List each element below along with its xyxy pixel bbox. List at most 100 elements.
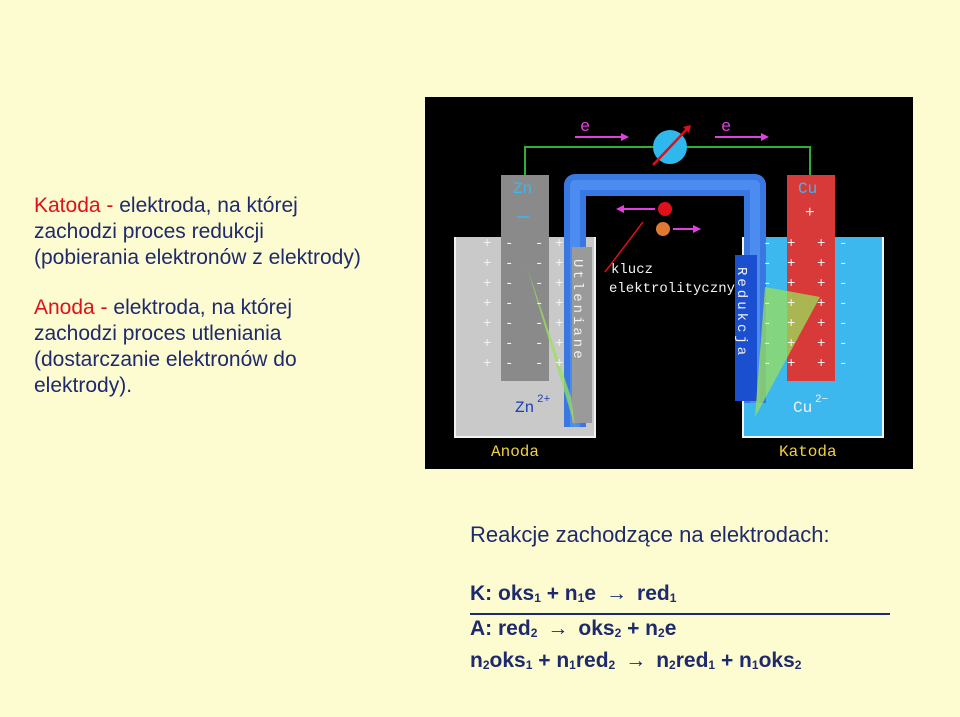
sum-p8: oks [758,649,795,672]
svg-text:-: - [535,296,543,312]
svg-text:+: + [817,276,825,292]
electron-flow-left: e [575,118,629,141]
svg-text:+: + [817,236,825,252]
svg-text:-: - [839,316,847,332]
sum-p1: n [470,649,483,672]
svg-text:+: + [817,316,825,332]
k-arrow-icon: → [606,582,628,605]
svg-text:+: + [555,316,563,332]
cathode-term: Katoda - [34,194,114,217]
reactions-section: Reakcje zachodzące na elektrodach: K: ok… [470,522,930,679]
svg-text:+: + [555,336,563,352]
copper-ion-charge: 2− [815,394,828,406]
anode-reaction: A: red2→oks2 + n2e [470,615,930,647]
electron-label-left: e [580,118,590,137]
sum-s6: 1 [708,658,716,672]
reduction-label: Redukcja [733,267,749,358]
ion-anion-icon [656,222,701,236]
voltmeter-icon [652,125,691,166]
cathode-caption: Katoda [779,443,837,461]
svg-text:+: + [787,256,795,272]
sum-s3: 1 [569,658,576,672]
k-electron: e [584,582,597,605]
svg-text:-: - [505,236,513,252]
k-sub-1: 1 [534,591,541,605]
overall-reaction: n2oks1 + n1red2→n2red1 + n1oks2 [470,647,930,679]
svg-text:-: - [505,316,513,332]
svg-text:-: - [763,276,771,292]
a-mid: + n [621,617,659,640]
sum-p7: + n [715,649,752,672]
zinc-electrode [501,175,549,381]
svg-text:-: - [535,256,543,272]
svg-text:+: + [483,236,491,252]
svg-text:+: + [483,256,491,272]
svg-text:+: + [555,276,563,292]
reactions-heading: Reakcje zachodzące na elektrodach: [470,522,830,547]
a-sub-3: 2 [658,626,665,640]
svg-text:-: - [505,356,513,372]
sum-arrow-icon: → [625,649,647,672]
svg-text:+: + [483,336,491,352]
reduction-arrow [755,287,820,417]
svg-text:+: + [817,356,825,372]
copper-electrode [787,175,835,381]
svg-text:+: + [817,336,825,352]
sum-s1: 2 [482,658,490,672]
svg-text:+: + [787,356,795,372]
svg-text:+: + [555,356,563,372]
svg-text:+: + [483,316,491,332]
svg-text:-: - [839,296,847,312]
svg-text:-: - [763,336,771,352]
a-sub-1: 2 [530,626,538,640]
svg-text:-: - [839,236,847,252]
svg-text:-: - [763,296,771,312]
copper-ion-label: Cu [793,399,812,417]
svg-text:-: - [535,236,543,252]
svg-text:-: - [839,356,847,372]
svg-text:+: + [787,316,795,332]
svg-text:-: - [839,256,847,272]
electron-label-right: e [721,118,731,137]
oxidation-label: Utleniane [569,259,585,362]
svg-text:+: + [817,256,825,272]
svg-text:-: - [505,276,513,292]
svg-text:-: - [535,276,543,292]
sum-p3: + n [532,649,570,672]
svg-text:-: - [505,296,513,312]
cathode-description: elektroda, na której zachodzi proces red… [34,194,361,269]
salt-bridge-label-2: elektrolityczny [609,281,735,297]
svg-text:+: + [483,296,491,312]
copper-top-plus: + [805,204,815,222]
svg-text:-: - [535,316,543,332]
sum-p2: oks [489,649,526,672]
sum-s7: 1 [751,658,759,672]
svg-text:+: + [817,296,825,312]
svg-text:-: - [763,256,771,272]
svg-text:-: - [535,356,543,372]
svg-text:+: + [483,356,491,372]
anode-charges: +--+ +--+ +--+ +--+ +--+ +--+ +--+ [483,236,563,372]
anode-definition: Anoda - elektroda, na której zachodzi pr… [34,295,374,399]
sum-p5: n [656,649,670,672]
a-electron: e [664,617,677,640]
svg-text:+: + [555,236,563,252]
cathode-charges: -++- -++- -++- -++- -++- -++- -++- [763,236,847,372]
a-arrow-icon: → [547,617,569,640]
sum-s8: 2 [794,658,802,672]
zinc-ion-charge: 2+ [537,394,550,406]
svg-text:+: + [787,296,795,312]
k-sub-3: 1 [669,591,677,605]
pointer-line [604,221,644,273]
sum-p6: red [675,649,709,672]
cathode-reaction: K: oks1 + n1e→red1 [470,580,890,615]
k-mid: + n [540,582,578,605]
salt-bridge-label-1: klucz [611,262,653,278]
sum-s2: 1 [525,658,533,672]
zinc-ion-label: Zn [515,399,534,417]
svg-text:-: - [763,316,771,332]
k-prefix: K: oks [470,582,535,605]
ion-cation-icon [616,202,672,216]
a-product: oks [578,617,615,640]
galvanic-cell-diagram: e e Zn Cu + [425,97,913,469]
